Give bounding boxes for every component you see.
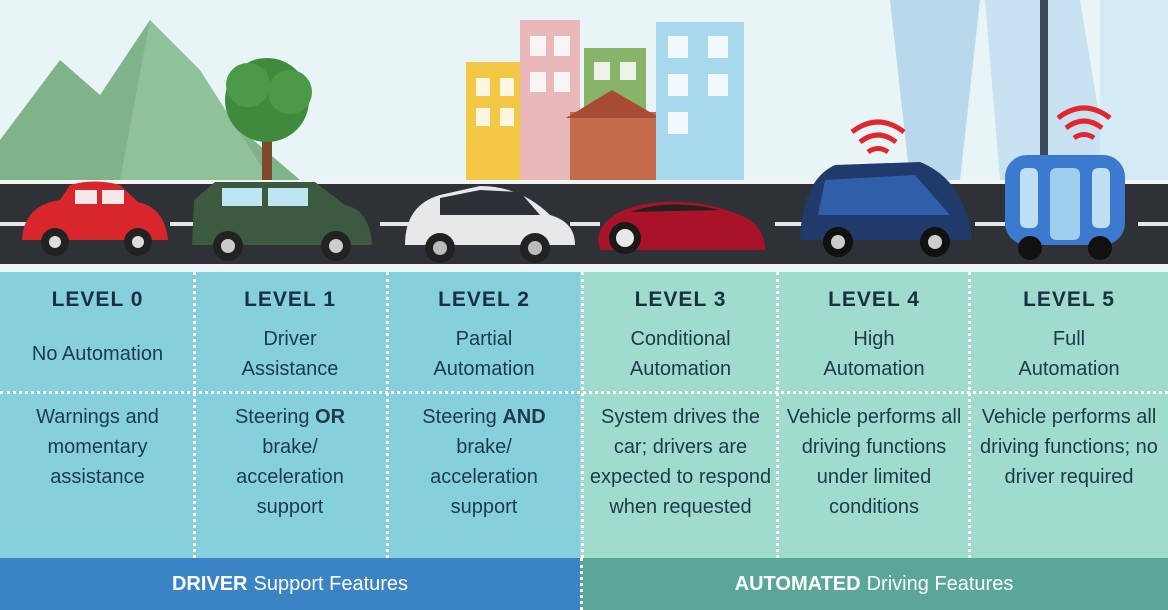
level-5-column: LEVEL 5 Full Automation Vehicle performs…	[970, 272, 1168, 558]
column-divider	[581, 272, 584, 558]
wifi-icon	[1056, 105, 1112, 141]
footer-divider	[580, 558, 583, 610]
level-label: LEVEL 4	[828, 288, 920, 311]
building-brick	[570, 112, 656, 180]
column-divider	[193, 272, 196, 558]
level-description: Steering OR brake/ acceleration support	[234, 406, 346, 518]
car-level-2	[405, 186, 575, 263]
column-divider	[386, 272, 389, 558]
level-description: Vehicle performs all driving functions; …	[980, 406, 1158, 488]
level-name: No Automation	[31, 343, 164, 365]
level-description: Vehicle performs all driving functions u…	[786, 406, 962, 518]
skyscraper-far	[1100, 0, 1168, 180]
level-name: Partial Automation	[433, 328, 535, 380]
level-label: LEVEL 0	[51, 288, 144, 311]
car-level-1	[192, 182, 372, 261]
level-0-column: LEVEL 0 No Automation Warnings and momen…	[0, 272, 195, 558]
tree-trunk	[262, 120, 272, 180]
skyscraper-left	[890, 0, 980, 180]
car-level-3	[598, 201, 765, 254]
building-yellow	[466, 62, 528, 180]
level-name: Full Automation	[1018, 328, 1120, 380]
car-level-5	[1005, 105, 1125, 260]
column-divider	[968, 272, 971, 558]
row-divider	[0, 391, 1168, 394]
column-divider	[776, 272, 779, 558]
road-scene-illustration	[0, 0, 1168, 272]
footer-driver-bold: DRIVER	[171, 572, 248, 595]
driver-support-footer: DRIVER Support Features	[0, 558, 580, 610]
car-level-4	[800, 119, 972, 257]
level-name: Conditional Automation	[629, 328, 732, 380]
level-name: High Automation	[823, 328, 925, 380]
level-2-column: LEVEL 2 Partial Automation Steering AND …	[385, 272, 583, 558]
footer-driver-text: Support Features	[253, 572, 409, 595]
level-label: LEVEL 5	[1023, 288, 1115, 311]
car-level-0	[22, 181, 168, 256]
level-4-column: LEVEL 4 High Automation Vehicle performs…	[778, 272, 970, 558]
level-description: System drives the car; drivers are expec…	[589, 406, 772, 518]
level-label: LEVEL 2	[438, 288, 530, 311]
level-3-column: LEVEL 3 Conditional Automation System dr…	[583, 272, 778, 558]
mountain-back	[120, 20, 270, 180]
level-description: Steering AND brake/ acceleration support	[422, 406, 546, 518]
level-1-column: LEVEL 1 Driver Assistance Steering OR br…	[195, 272, 385, 558]
wifi-icon	[850, 119, 906, 155]
level-label: LEVEL 1	[244, 288, 336, 311]
footer-auto-bold: AUTOMATED	[734, 572, 861, 595]
level-description: Warnings and momentary assistance	[36, 406, 159, 488]
footer-auto-text: Driving Features	[866, 572, 1014, 595]
driver-support-panel	[0, 272, 580, 558]
level-name: Driver Assistance	[241, 328, 339, 380]
level-label: LEVEL 3	[634, 288, 727, 311]
automated-driving-panel	[580, 272, 1168, 558]
automated-driving-footer: AUTOMATED Driving Features	[580, 558, 1168, 610]
